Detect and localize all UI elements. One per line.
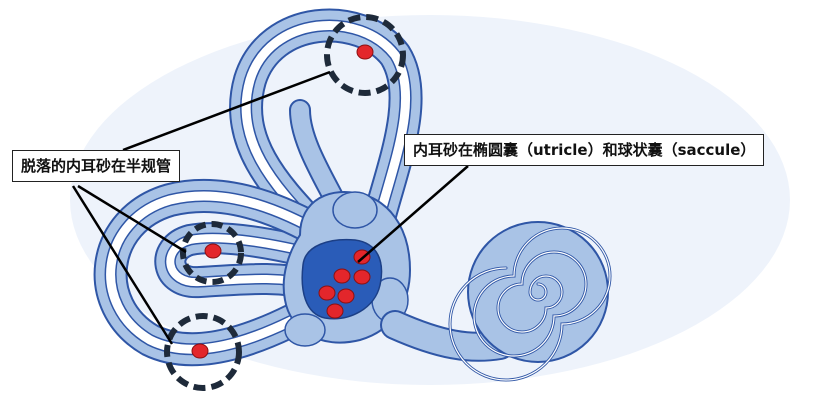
otoconia-dot [192,344,208,358]
otoconia-dot [205,244,221,258]
otoconia-dot [338,289,354,303]
otoconia-dot [357,45,373,59]
label-displaced-otoconia-canals: 脱落的内耳砂在半规管 [12,150,180,182]
otoconia-dot [327,304,343,318]
otoconia-dot [319,286,335,300]
otoconia-dot [334,269,350,283]
otoconia-dot [354,270,370,284]
label-otoconia-utricle-saccule: 内耳砂在椭圆囊（utricle）和球状囊（saccule） [404,134,764,166]
